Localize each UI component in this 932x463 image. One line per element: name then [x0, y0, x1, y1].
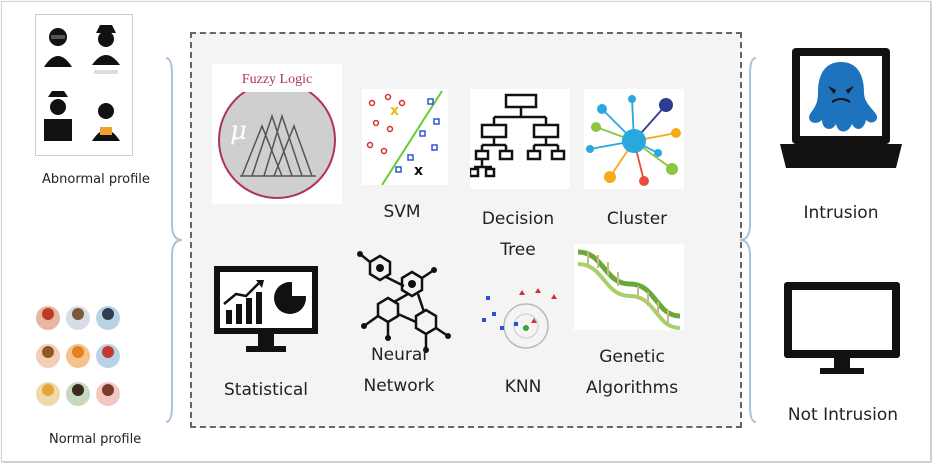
- fuzzy-mu-symbol: μ: [230, 116, 247, 146]
- decision-tree-tile: [470, 89, 570, 189]
- hacker-icon: [44, 28, 72, 67]
- cluster-tile: [584, 89, 684, 189]
- left-brace: [156, 54, 186, 426]
- not-intrusion-monitor-image: [780, 280, 904, 378]
- fuzzy-triangles-icon: [240, 113, 316, 177]
- decision-tree-label-line2: Tree: [500, 240, 536, 260]
- svm-tile: x x: [362, 89, 448, 185]
- statistical-tile: [212, 264, 320, 356]
- avatar-grid-icon: [36, 306, 120, 406]
- svm-plot-icon: x x: [362, 89, 448, 185]
- knn-plot-icon: [482, 288, 557, 349]
- not-intrusion-label: Not Intrusion: [787, 405, 899, 425]
- decision-tree-label: Decision Tree: [475, 209, 561, 260]
- intrusion-laptop-image: [778, 44, 904, 174]
- svg-text:x: x: [390, 103, 399, 119]
- monitor-icon: [784, 282, 900, 374]
- statistical-label: Statistical: [224, 380, 308, 400]
- genetic-algorithms-label-line2: Algorithms: [585, 378, 679, 398]
- normal-profile-image: [32, 300, 128, 418]
- fuzzy-logic-tile: Fuzzy Logic μ: [212, 64, 342, 204]
- cluster-icon: [584, 89, 684, 189]
- genetic-algorithms-label-line1: Genetic: [599, 347, 665, 367]
- neural-network-label-line1: Neural: [370, 345, 428, 365]
- hacker-icon: [92, 25, 120, 74]
- neural-network-tile: [350, 250, 454, 354]
- genetic-algorithms-label: Genetic Algorithms: [582, 347, 682, 398]
- fuzzy-logic-title: Fuzzy Logic: [241, 72, 313, 87]
- normal-profile-label: Normal profile: [49, 432, 142, 447]
- neural-network-label-line2: Network: [363, 376, 435, 396]
- hacker-icon: [92, 103, 120, 141]
- knn-label: KNN: [504, 377, 542, 397]
- genetic-algorithms-tile: [574, 244, 684, 330]
- right-brace: [736, 54, 766, 426]
- methods-panel: Fuzzy Logic μ x x S: [190, 32, 742, 428]
- statistical-monitor-icon: [214, 266, 318, 352]
- decision-tree-label-line1: Decision: [481, 209, 555, 229]
- svm-label: SVM: [383, 202, 421, 222]
- cluster-label: Cluster: [606, 209, 668, 229]
- hacker-icon: [44, 91, 72, 141]
- neural-network-icon: [357, 251, 451, 353]
- neural-network-label: Neural Network: [354, 345, 444, 396]
- abnormal-profile-label: Abnormal profile: [42, 172, 150, 187]
- intrusion-label: Intrusion: [803, 203, 879, 223]
- dna-helix-icon: [577, 249, 681, 330]
- abnormal-profile-image: [35, 14, 133, 156]
- decision-tree-icon: [470, 89, 570, 189]
- svg-text:x: x: [414, 163, 423, 179]
- knn-tile: [478, 284, 568, 364]
- monster-icon: [809, 62, 878, 132]
